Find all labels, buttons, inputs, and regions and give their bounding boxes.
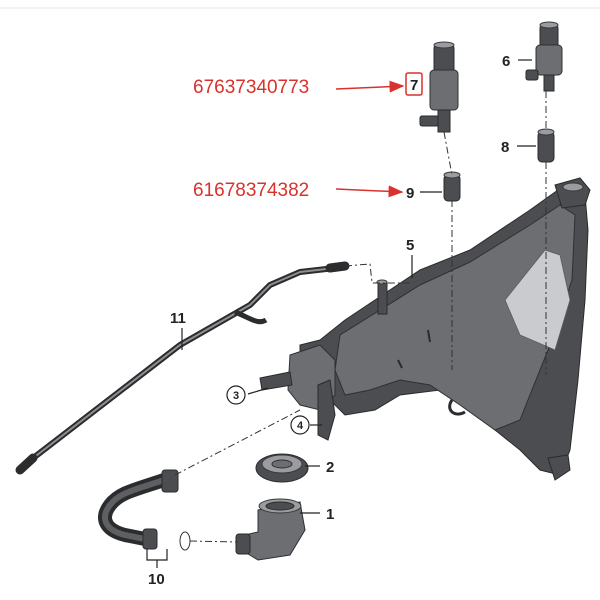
washer-reservoir[interactable] bbox=[259, 177, 591, 481]
grommet-8[interactable] bbox=[537, 128, 555, 163]
reservoir-cap[interactable] bbox=[255, 453, 309, 483]
elbow-connector[interactable] bbox=[235, 498, 306, 561]
callout-10: 10 bbox=[148, 571, 165, 588]
callout-6: 6 bbox=[502, 53, 510, 70]
callout-3-label: 3 bbox=[233, 390, 239, 402]
part-number-annotation-pump: 67637340773 bbox=[193, 77, 405, 98]
grommet-9[interactable] bbox=[443, 171, 461, 202]
mounting-bracket bbox=[259, 371, 293, 391]
washer-pump-7[interactable] bbox=[419, 41, 459, 133]
washer-pump-6[interactable] bbox=[525, 21, 563, 92]
filler-hose[interactable] bbox=[98, 469, 191, 551]
callout-7-label: 7 bbox=[410, 77, 418, 94]
callout-4-label: 4 bbox=[297, 420, 304, 432]
part-number-pump: 67637340773 bbox=[193, 77, 309, 98]
callout-2: 2 bbox=[326, 459, 334, 476]
callout-9: 9 bbox=[406, 185, 414, 202]
part-number-annotation-grommet: 61678374382 bbox=[193, 180, 404, 201]
callout-8: 8 bbox=[501, 139, 509, 156]
callout-3: 3 bbox=[226, 385, 246, 405]
part-number-grommet: 61678374382 bbox=[193, 180, 309, 201]
arrow-pump bbox=[335, 80, 405, 93]
arrow-grommet bbox=[335, 185, 404, 198]
callout-5: 5 bbox=[406, 237, 414, 254]
assembly-lines bbox=[174, 91, 547, 543]
reservoir-window bbox=[504, 249, 571, 351]
leader-lines bbox=[146, 59, 536, 568]
filler-neck bbox=[377, 281, 388, 315]
hose-line[interactable] bbox=[15, 261, 350, 475]
callout-1: 1 bbox=[326, 506, 334, 523]
callout-4: 4 bbox=[290, 415, 310, 435]
callout-11: 11 bbox=[170, 310, 186, 327]
callout-7: 7 bbox=[405, 72, 423, 96]
